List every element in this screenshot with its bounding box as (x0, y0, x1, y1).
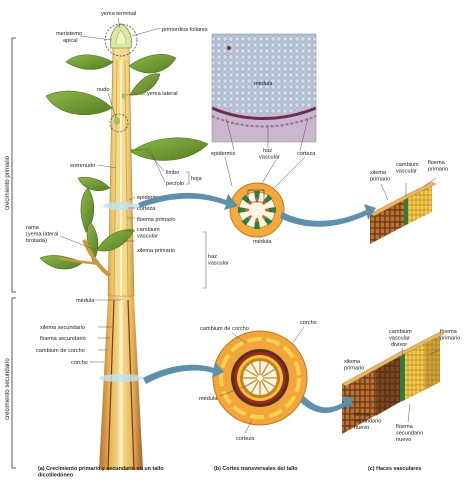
label-yema-lateral: yema lateral (147, 91, 177, 97)
label-corcho: corcho (71, 360, 88, 366)
label-peciolo: pecíolo (166, 181, 184, 187)
caption-c: (c) Haces vasculares (368, 466, 421, 472)
caption-b: (b) Cortes transversales del tallo (214, 466, 298, 472)
cs2-label-corteza: corteza (236, 436, 255, 442)
label-cambium-de-corcho: cambium de corcho (36, 348, 85, 354)
vascular-bundle-primary (370, 182, 436, 244)
cs2-label-corcho: corcho (300, 320, 317, 326)
label-hoja: hoja (191, 176, 202, 182)
micro-label-epidermis: epidermis (211, 151, 235, 157)
label-floema-primario: floema primario (137, 217, 176, 223)
label-xilema-secundario: xilema secundario (40, 325, 85, 331)
label-primordios-foliares: primordios foliares (162, 27, 208, 33)
cs2-label-medula: médula (199, 396, 218, 402)
label-crecimiento-primario: crecimiento primario (5, 155, 11, 210)
label-floema-secundario: floema secundario (40, 336, 86, 342)
caption-a: (a) Crecimiento primario y secundario en… (38, 466, 164, 479)
micro-label-corteza: corteza (297, 151, 316, 157)
label-crecimiento-secundario: crecimiento secundario (5, 358, 11, 420)
label-medula: médula (76, 298, 95, 304)
cross-section-secondary (213, 331, 307, 425)
label-yema-terminal: yema terminal (101, 11, 136, 17)
label-limbo: limbo (166, 170, 179, 176)
label-entrenudo: entrenudo (70, 163, 95, 169)
micro-label-medula: médula (254, 81, 273, 87)
micrograph (212, 34, 316, 142)
cs1-label-medula: médula (253, 239, 272, 245)
cross-section-primary (230, 183, 284, 237)
label-nudo: nudo (97, 87, 109, 93)
cs2-label-cambium-corcho: cambium de corcho (200, 326, 249, 332)
label-xilema-primario: xilema primario (137, 248, 175, 254)
growth-brackets (12, 38, 16, 468)
stem-illustration (40, 24, 208, 470)
